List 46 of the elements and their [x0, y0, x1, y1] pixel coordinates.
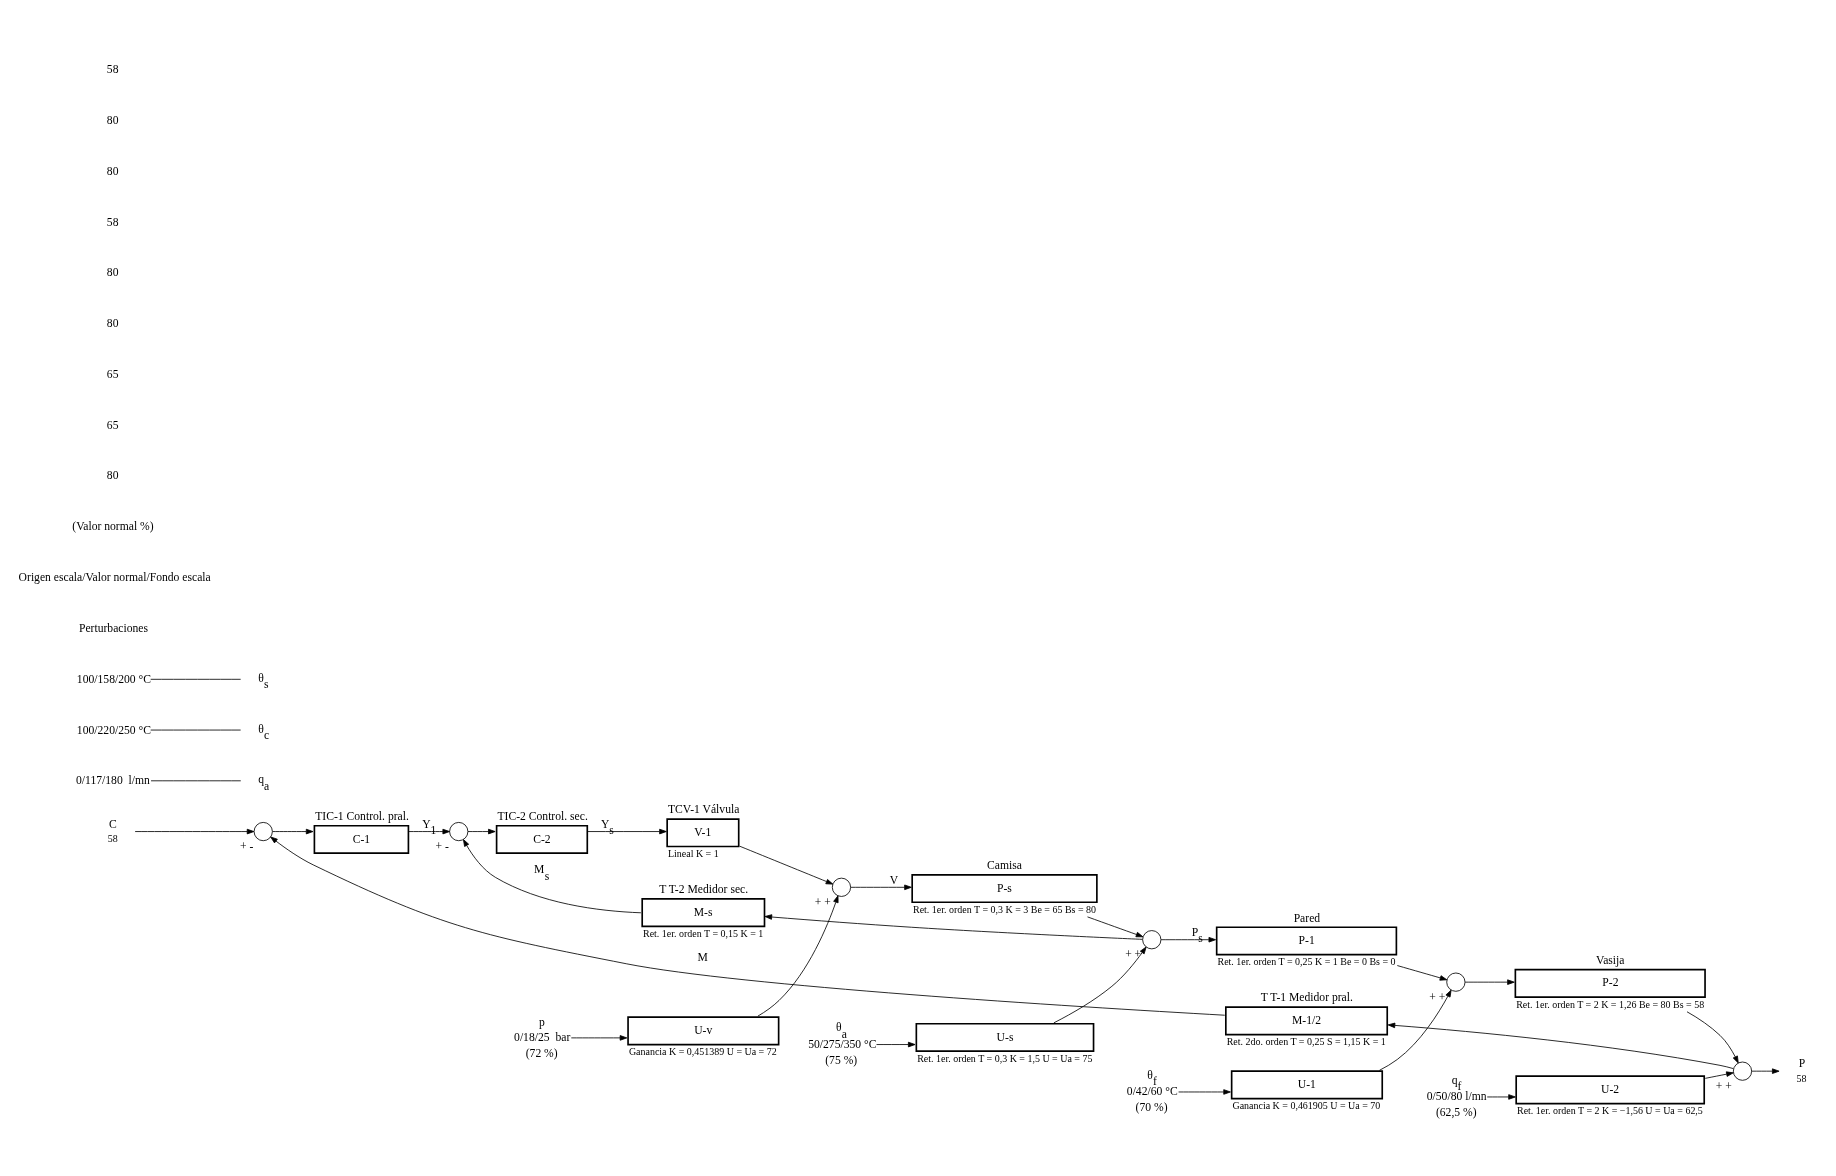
node-label: + - [239, 840, 254, 854]
label: 58 [106, 63, 119, 77]
label: 80 [106, 114, 119, 128]
node-text: P [1798, 1057, 1806, 1071]
node-text: 100/220/250 °C [76, 723, 151, 737]
node-label: Pared [1293, 911, 1321, 925]
node-label: Ganancia K = 0,461905 U = Ua = 70 [1232, 1100, 1381, 1112]
node-text: 100/158/200 °C [76, 672, 151, 686]
node-label: 58 [107, 833, 118, 845]
node-label: T T-2 Medidor sec. [659, 883, 749, 897]
node-label: T T-1 Medidor pral. [1260, 991, 1353, 1005]
edge-label: M [697, 950, 708, 964]
node-label: TIC-2 Control. sec. [497, 810, 588, 824]
node-label: + + [814, 895, 831, 909]
label: 58 [106, 215, 119, 229]
edge-label: V [889, 874, 899, 888]
label: 80 [106, 317, 119, 331]
node-label: + + [1125, 948, 1142, 962]
node-label: Ret. 2do. orden T = 0,25 S = 1,15 K = 1 [1226, 1036, 1386, 1048]
node-text: 0/117/180 l/mn [76, 774, 150, 788]
node-label: Ret. 1er. orden T = 0,15 K = 1 [643, 927, 764, 939]
node-label: Camisa [987, 859, 1022, 873]
label: 65 [106, 418, 119, 432]
label: 80 [106, 266, 119, 280]
label: 80 [106, 469, 119, 483]
node-label: Ret. 1er. orden T = 0,3 K = 1,5 U = Ua = 75 [917, 1052, 1093, 1064]
node-label: Ret. 1er. orden T = 2 K = −1,56 U = Ua = 62,5 [1517, 1105, 1703, 1117]
label: 65 [106, 367, 119, 381]
node-text: C [108, 817, 117, 831]
node-label: TCV-1 Válvula [667, 803, 740, 817]
node-label: TIC-1 Control. pral. [315, 810, 409, 824]
node-label: + - [435, 840, 449, 854]
node-label: Ret. 1er. orden T = 0,25 K = 1 Be = 0 Bs = 0 [1217, 956, 1396, 968]
label: Perturbaciones [78, 621, 149, 635]
node-label: Vasija [1596, 954, 1625, 968]
node-label: + + [1715, 1079, 1732, 1093]
node-label: + + [1429, 990, 1446, 1004]
node-text: p 0/18/25 bar (72 %) [514, 1015, 571, 1061]
label: Origen escala/Valor normal/Fondo escala [18, 570, 211, 584]
node-label: Ganancia K = 0,451389 U = Ua = 72 [628, 1046, 777, 1058]
label: (Valor normal %) [72, 520, 154, 534]
node-label: Ret. 1er. orden T = 2 K = 1,26 Be = 80 Bs = 58 [1516, 998, 1705, 1010]
node-label: Ret. 1er. orden T = 0,3 K = 3 Be = 65 Bs = 80 [913, 903, 1097, 915]
label: 80 [106, 164, 119, 178]
node-label: 58 [1796, 1072, 1807, 1084]
node-label: Lineal K = 1 [667, 848, 719, 860]
